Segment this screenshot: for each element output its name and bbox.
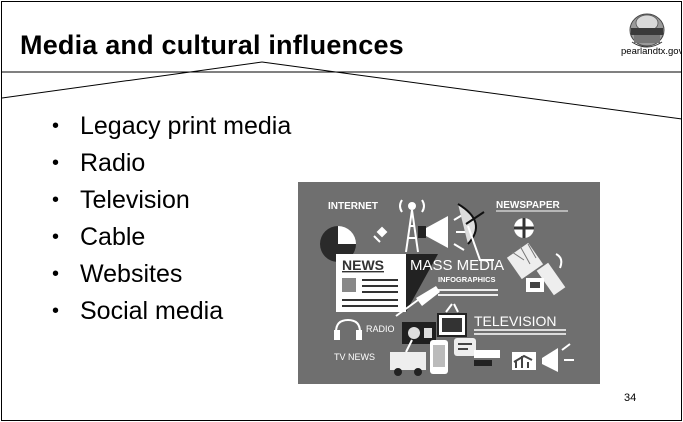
tv-news-label: TV NEWS bbox=[334, 352, 375, 362]
bullet-dot-icon: • bbox=[52, 152, 60, 174]
television-label: TELEVISION bbox=[474, 313, 556, 329]
radio-icon bbox=[402, 322, 436, 344]
bullet-text: Television bbox=[80, 186, 190, 214]
megaphone-small-icon bbox=[542, 343, 574, 372]
bullet-dot-icon: • bbox=[52, 263, 60, 285]
speech-bubbles-icon bbox=[454, 338, 500, 366]
page-number: 34 bbox=[624, 392, 637, 404]
megaphone-icon bbox=[418, 213, 468, 251]
internet-label: INTERNET bbox=[328, 201, 378, 212]
news-label: NEWS bbox=[342, 257, 384, 273]
radio-label: RADIO bbox=[366, 324, 395, 334]
mass-media-infographic-image: INTERNET NEWSPAPER bbox=[298, 182, 600, 384]
globe-icon bbox=[514, 218, 534, 238]
bullet-item: • Social media bbox=[50, 293, 291, 330]
plug-icon bbox=[395, 286, 440, 317]
bullet-text: Cable bbox=[80, 223, 146, 251]
bullet-dot-icon: • bbox=[52, 189, 60, 211]
dark-band bbox=[406, 254, 438, 312]
infographics-label: INFOGRAPHICS bbox=[438, 275, 496, 284]
mass-media-label: MASS MEDIA bbox=[410, 257, 504, 274]
bullet-text: Websites bbox=[80, 260, 183, 288]
bullet-text: Legacy print media bbox=[80, 112, 292, 140]
bullet-item: • Cable bbox=[50, 219, 291, 256]
newspaper-label: NEWSPAPER bbox=[496, 200, 560, 211]
satellite-dish-icon bbox=[457, 203, 494, 261]
bullet-item: • Legacy print media bbox=[50, 108, 291, 145]
bullet-text: Social media bbox=[80, 297, 224, 325]
broadcast-tower-icon bbox=[399, 199, 425, 253]
bullet-item: • Websites bbox=[50, 256, 291, 293]
headphones-icon bbox=[334, 318, 362, 340]
bullet-list: • Legacy print media • Radio • Television •… bbox=[50, 108, 291, 330]
title-divider-lines bbox=[2, 61, 681, 120]
bullet-dot-icon: • bbox=[52, 300, 60, 322]
slide-title: Media and cultural influences bbox=[20, 30, 404, 60]
television-icon bbox=[437, 303, 467, 337]
tv-icon bbox=[526, 278, 544, 292]
logo-caption: pearlandtx.gov bbox=[621, 46, 682, 57]
bullet-dot-icon: • bbox=[52, 226, 60, 248]
pie-chart-icon bbox=[320, 226, 388, 262]
news-van-icon bbox=[390, 339, 426, 376]
smartphone-icon bbox=[430, 340, 448, 374]
city-seal-logo bbox=[629, 13, 665, 48]
bullet-dot-icon: • bbox=[52, 115, 60, 137]
bullet-text: Radio bbox=[80, 149, 146, 177]
satellite-icon bbox=[506, 242, 566, 296]
news-panel: NEWS bbox=[336, 254, 406, 312]
bullet-item: • Television bbox=[50, 182, 291, 219]
bar-chart-icon bbox=[512, 352, 536, 370]
bullet-item: • Radio bbox=[50, 145, 291, 182]
